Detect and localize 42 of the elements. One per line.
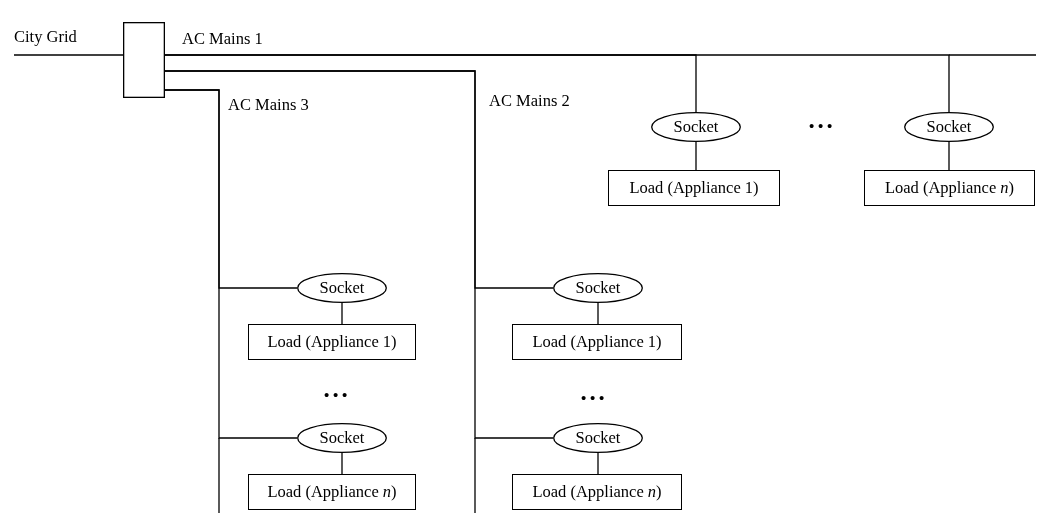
mains-label: AC Mains 3 — [228, 97, 309, 114]
load-box — [248, 474, 416, 510]
load-box — [608, 170, 780, 206]
grid-label: City Grid — [14, 28, 77, 47]
load-box — [864, 170, 1035, 206]
load-label: Load (Appliance 1) — [629, 178, 759, 198]
load-box — [248, 324, 416, 360]
wire — [164, 89, 298, 439]
ellipsis-dots: • • • — [581, 391, 605, 406]
wire — [341, 302, 343, 325]
load-label: Load (Appliance 1) — [267, 332, 397, 352]
wire — [13, 54, 124, 56]
load-label: Load (Appliance n) — [267, 482, 397, 502]
load-label: Load (Appliance n) — [884, 178, 1015, 198]
wire — [164, 70, 554, 439]
load-box — [512, 324, 682, 360]
socket-label: Socket — [926, 117, 972, 137]
socket-ellipse — [904, 112, 994, 142]
socket-ellipse — [651, 112, 741, 142]
wire — [948, 141, 950, 171]
socket-ellipse — [297, 423, 387, 453]
load-label: Load (Appliance n) — [532, 482, 662, 502]
load-box — [512, 474, 682, 510]
distribution-box — [123, 22, 165, 98]
socket-label: Socket — [575, 428, 621, 448]
socket-ellipse — [297, 273, 387, 303]
wire — [164, 54, 950, 113]
socket-label: Socket — [673, 117, 719, 137]
socket-ellipse — [553, 423, 643, 453]
socket-label: Socket — [319, 278, 365, 298]
mains-label: AC Mains 1 — [182, 31, 263, 48]
ellipsis-dots: • • • — [324, 388, 348, 403]
wire — [597, 302, 599, 325]
mains-label: AC Mains 2 — [489, 93, 570, 110]
socket-label: Socket — [575, 278, 621, 298]
wire — [597, 452, 599, 475]
socket-ellipse — [553, 273, 643, 303]
wire — [695, 141, 697, 171]
load-label: Load (Appliance 1) — [532, 332, 662, 352]
socket-label: Socket — [319, 428, 365, 448]
ellipsis-dots: • • • — [809, 119, 833, 134]
wire — [341, 452, 343, 475]
